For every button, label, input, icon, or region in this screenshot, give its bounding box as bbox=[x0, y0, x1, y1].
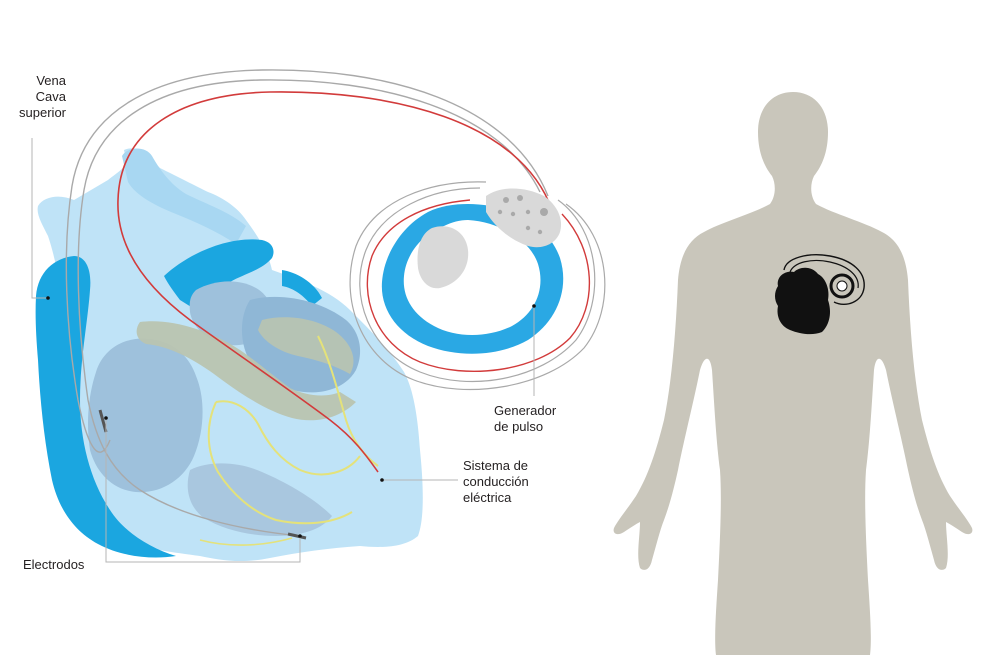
pulse-generator-icon bbox=[381, 188, 564, 354]
label-sistema-de-conduccion: Sistema de conducción eléctrica bbox=[463, 458, 529, 505]
human-silhouette bbox=[613, 92, 973, 655]
label-vena-cava-superior: Vena Cava superior bbox=[19, 73, 66, 120]
label-electrodos: Electrodos bbox=[23, 557, 85, 572]
heart-illustration bbox=[35, 148, 423, 562]
leader-dots bbox=[46, 296, 536, 538]
leader-lines bbox=[31, 138, 535, 563]
lead-wires bbox=[65, 69, 606, 540]
mini-heart-icon bbox=[775, 254, 865, 335]
label-generador-de-pulso: Generador de pulso bbox=[494, 403, 557, 434]
